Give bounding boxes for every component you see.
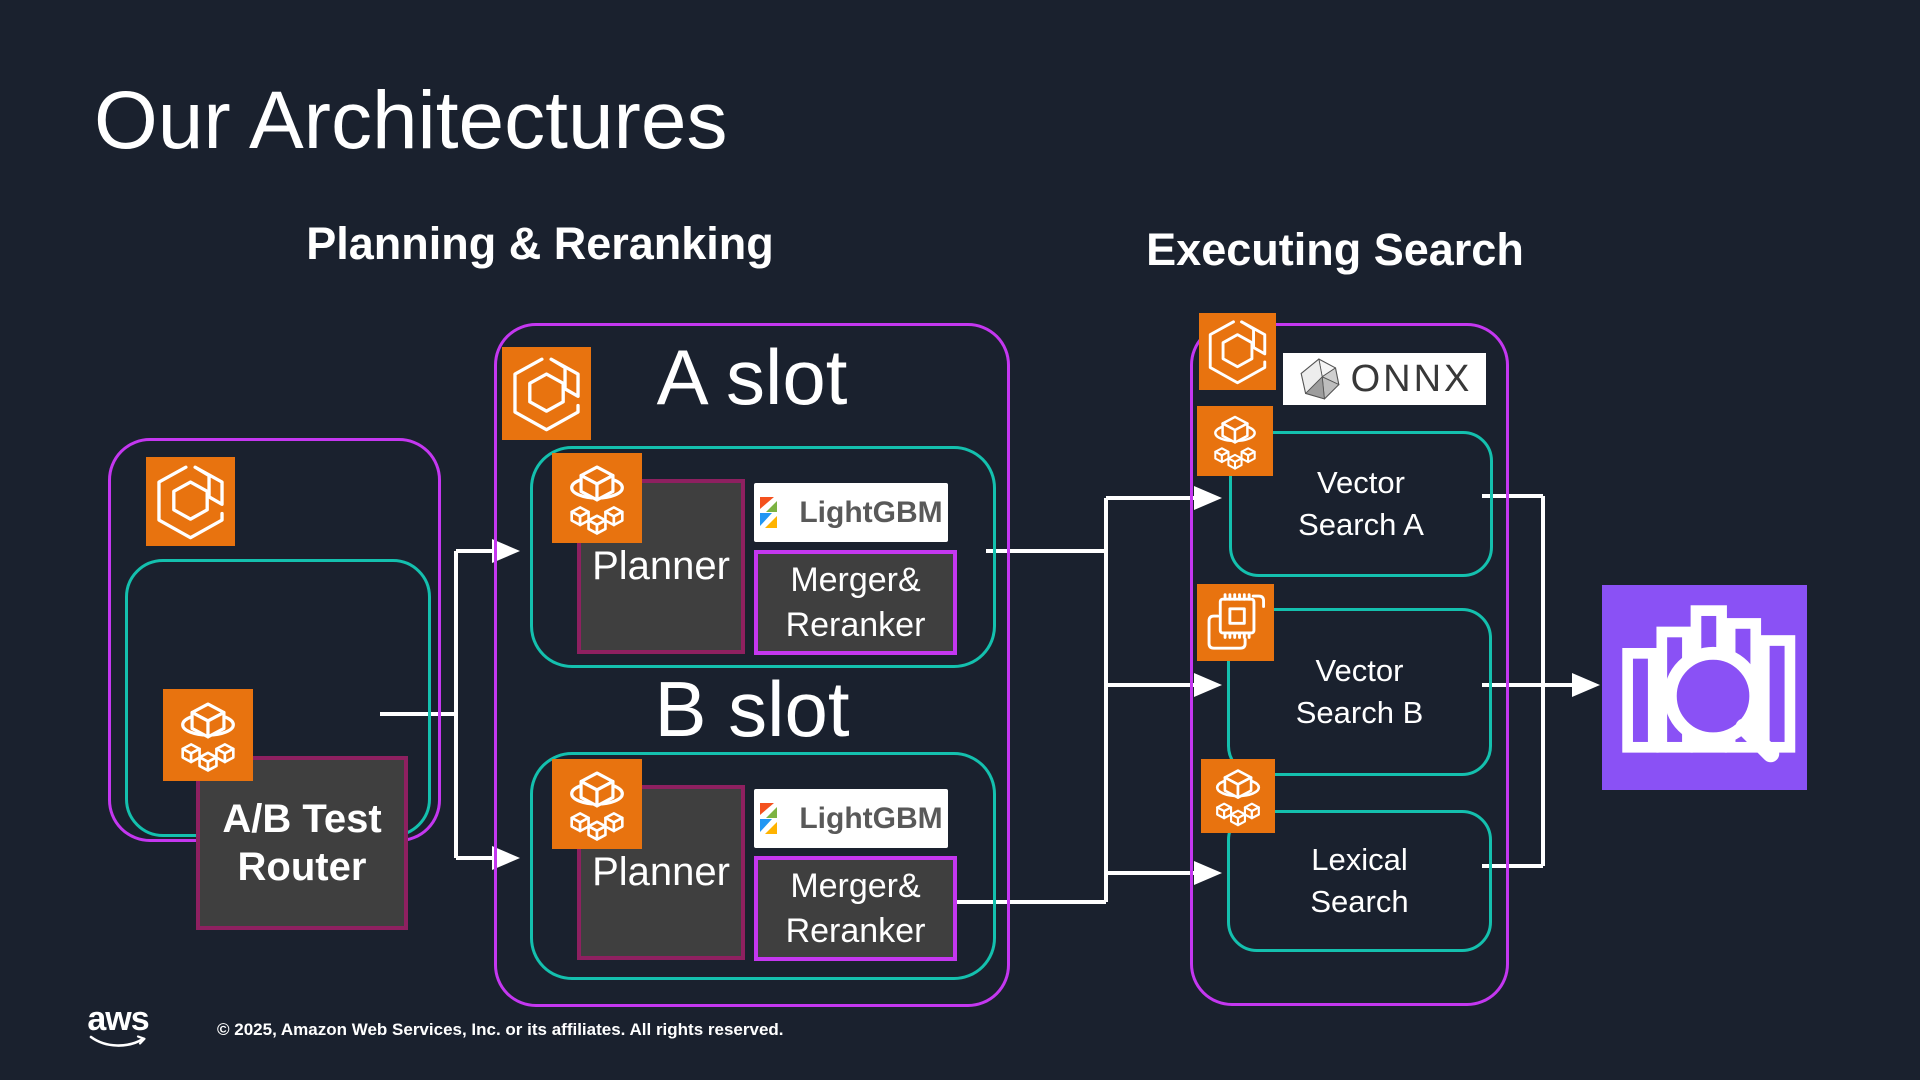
onnx-label: ONNX <box>1350 357 1473 400</box>
lexical-search-box: Lexical Search <box>1227 810 1492 952</box>
vector-search-b-box: Vector Search B <box>1227 608 1492 776</box>
lightgbm-logo: LightGBM <box>754 483 948 542</box>
b-slot-merger-reranker-box: Merger& Reranker <box>754 856 957 961</box>
containers-icon <box>552 453 642 543</box>
page-title: Our Architectures <box>94 75 728 166</box>
containers-icon <box>163 689 253 781</box>
a-slot-merger-reranker-box: Merger& Reranker <box>754 550 957 655</box>
lightgbm-logo: LightGBM <box>754 789 948 848</box>
a-slot-title: A slot <box>656 333 848 421</box>
ecs-icon <box>502 347 591 440</box>
copyright-text: © 2025, Amazon Web Services, Inc. or its… <box>217 1020 784 1039</box>
ecs-icon <box>1199 313 1276 390</box>
ab-test-router-box: A/B Test Router <box>196 756 408 930</box>
lightgbm-triangles-icon <box>759 802 793 836</box>
containers-icon <box>1201 759 1275 833</box>
containers-icon <box>552 759 642 849</box>
lightgbm-triangles-icon <box>759 496 793 530</box>
onnx-polygon-icon <box>1297 357 1343 401</box>
heading-executing-search: Executing Search <box>1146 224 1524 275</box>
a-slot-planner-box: Planner <box>577 479 745 654</box>
slots-group-box: A slot Planner LightGBM Merger& Reranker… <box>494 323 1010 1007</box>
containers-icon <box>1197 406 1273 476</box>
router-service-box: A/B Test Router <box>125 559 431 930</box>
inference-chip-icon <box>1197 584 1274 661</box>
b-slot-title: B slot <box>654 665 850 753</box>
b-slot-box: Planner LightGBM Merger& Reranker <box>530 752 996 980</box>
ecs-icon <box>146 457 235 546</box>
aws-logo-text: aws <box>87 1000 149 1038</box>
aws-logo: aws <box>86 1000 150 1052</box>
onnx-logo: ONNX <box>1283 353 1486 405</box>
a-slot-box: Planner LightGBM Merger& Reranker <box>530 446 996 668</box>
lightgbm-label: LightGBM <box>799 495 943 529</box>
search-group-box: ONNX Vector Search A Vector Search B Lex… <box>1190 313 1509 1006</box>
aws-smile-icon <box>89 1034 146 1047</box>
heading-planning-reranking: Planning & Reranking <box>306 218 774 269</box>
router-group-box: A/B Test Router <box>108 438 441 930</box>
opensearch-icon <box>1602 585 1807 790</box>
vector-search-a-box: Vector Search A <box>1229 431 1493 577</box>
lightgbm-label: LightGBM <box>799 801 943 835</box>
